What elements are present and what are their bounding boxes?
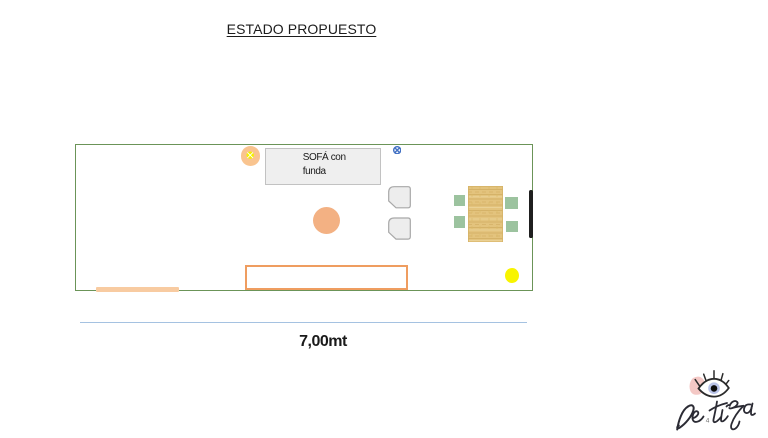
- svg-text:4: 4: [706, 418, 710, 425]
